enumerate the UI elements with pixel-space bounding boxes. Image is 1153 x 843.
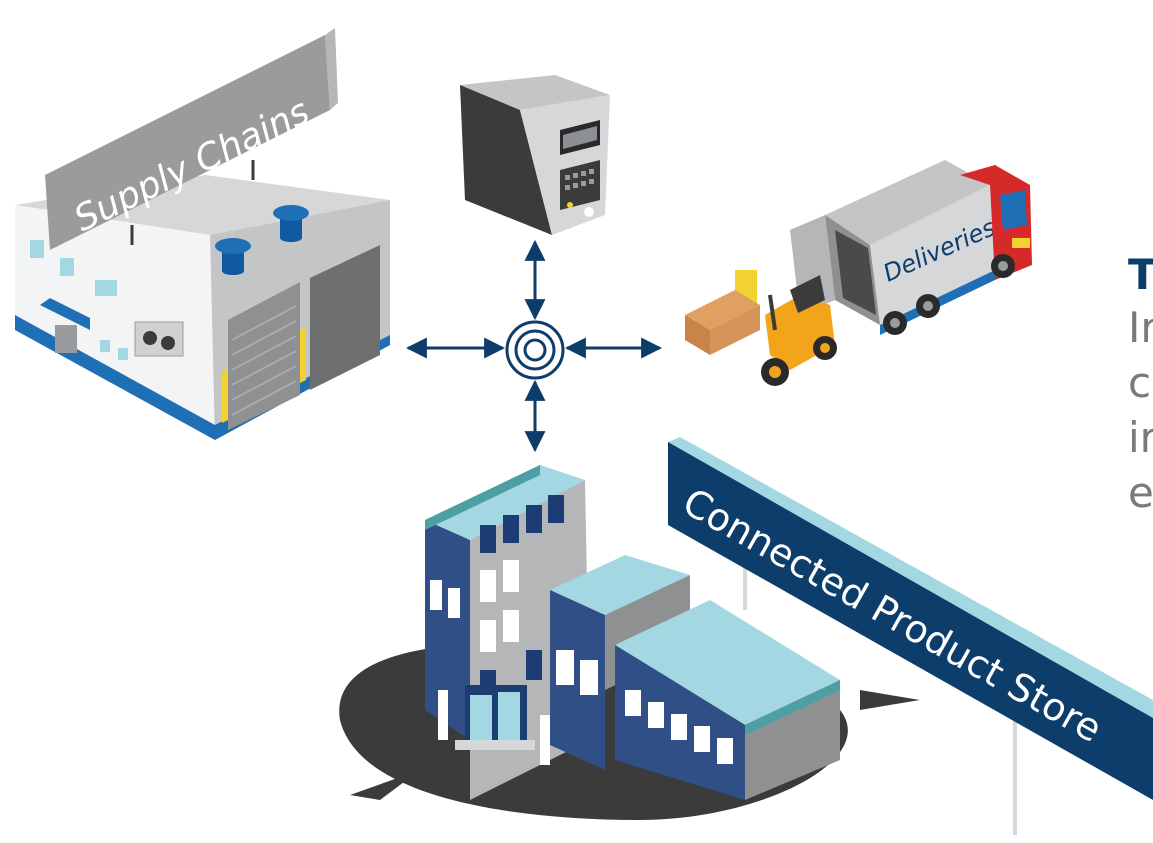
- network-hub-icon: [505, 320, 565, 380]
- side-text-line: c: [1128, 358, 1152, 407]
- delivery-truck: Deliveries: [790, 160, 1032, 335]
- store-building: [425, 465, 840, 800]
- forklift: [685, 270, 837, 386]
- warehouse-building: [15, 175, 390, 440]
- side-text-line: ir: [1128, 413, 1153, 462]
- side-text-line: Ir: [1128, 303, 1153, 352]
- side-text-line: e: [1128, 468, 1153, 517]
- side-text-block: T Ir c ir e: [1128, 250, 1153, 520]
- terminal-cabinet: [460, 75, 610, 235]
- roof-vent-icon: [215, 238, 251, 275]
- entrance-pillar: [438, 690, 448, 740]
- roof-vent-icon: [273, 205, 309, 242]
- side-text-title: T: [1128, 250, 1153, 299]
- entrance-pillar: [540, 715, 550, 765]
